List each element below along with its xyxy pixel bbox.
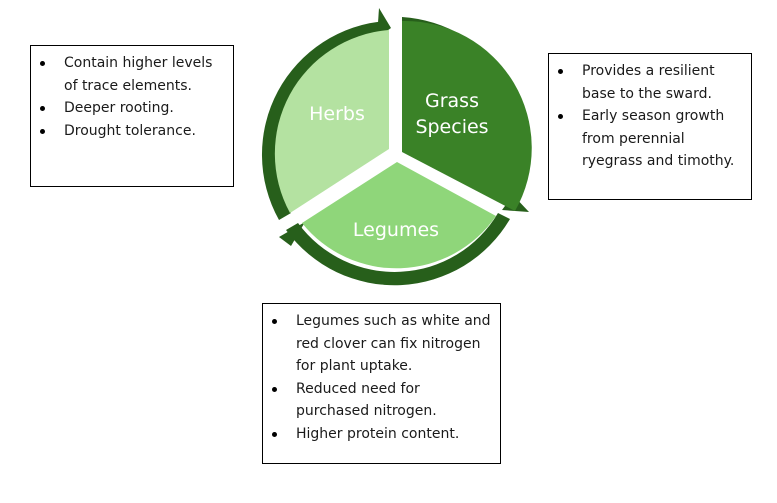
- arrow-ring-herbs: [261, 21, 386, 220]
- list-item: Early season growth from perennial ryegr…: [557, 105, 743, 173]
- arrow-ring-legumes: [286, 213, 510, 286]
- grass-benefits-list: Provides a resilient base to the sward. …: [557, 60, 743, 173]
- list-item: Reduced need for purchased nitrogen.: [271, 378, 492, 423]
- list-item: Higher protein content.: [271, 423, 492, 446]
- segment-grass: [402, 20, 532, 212]
- herbs-benefits-list: Contain higher levels of trace elements.…: [39, 52, 225, 142]
- legumes-benefits-list: Legumes such as white and red clover can…: [271, 310, 492, 445]
- label-grass-line2: Species: [415, 116, 488, 138]
- arrowhead-legumes: [279, 222, 305, 246]
- list-item: Deeper rooting.: [39, 97, 225, 120]
- list-item: Legumes such as white and red clover can…: [271, 310, 492, 378]
- label-legumes: Legumes: [353, 219, 439, 241]
- list-item: Drought tolerance.: [39, 120, 225, 143]
- segment-legumes: [302, 162, 496, 269]
- legumes-info-box: Legumes such as white and red clover can…: [262, 303, 501, 464]
- list-item: Provides a resilient base to the sward.: [557, 60, 743, 105]
- herbs-info-box: Contain higher levels of trace elements.…: [30, 45, 234, 187]
- grass-info-box: Provides a resilient base to the sward. …: [548, 53, 752, 200]
- list-item: Contain higher levels of trace elements.: [39, 52, 225, 97]
- segment-herbs: [274, 30, 389, 213]
- label-grass-line1: Grass: [425, 90, 479, 112]
- label-herbs: Herbs: [309, 103, 365, 125]
